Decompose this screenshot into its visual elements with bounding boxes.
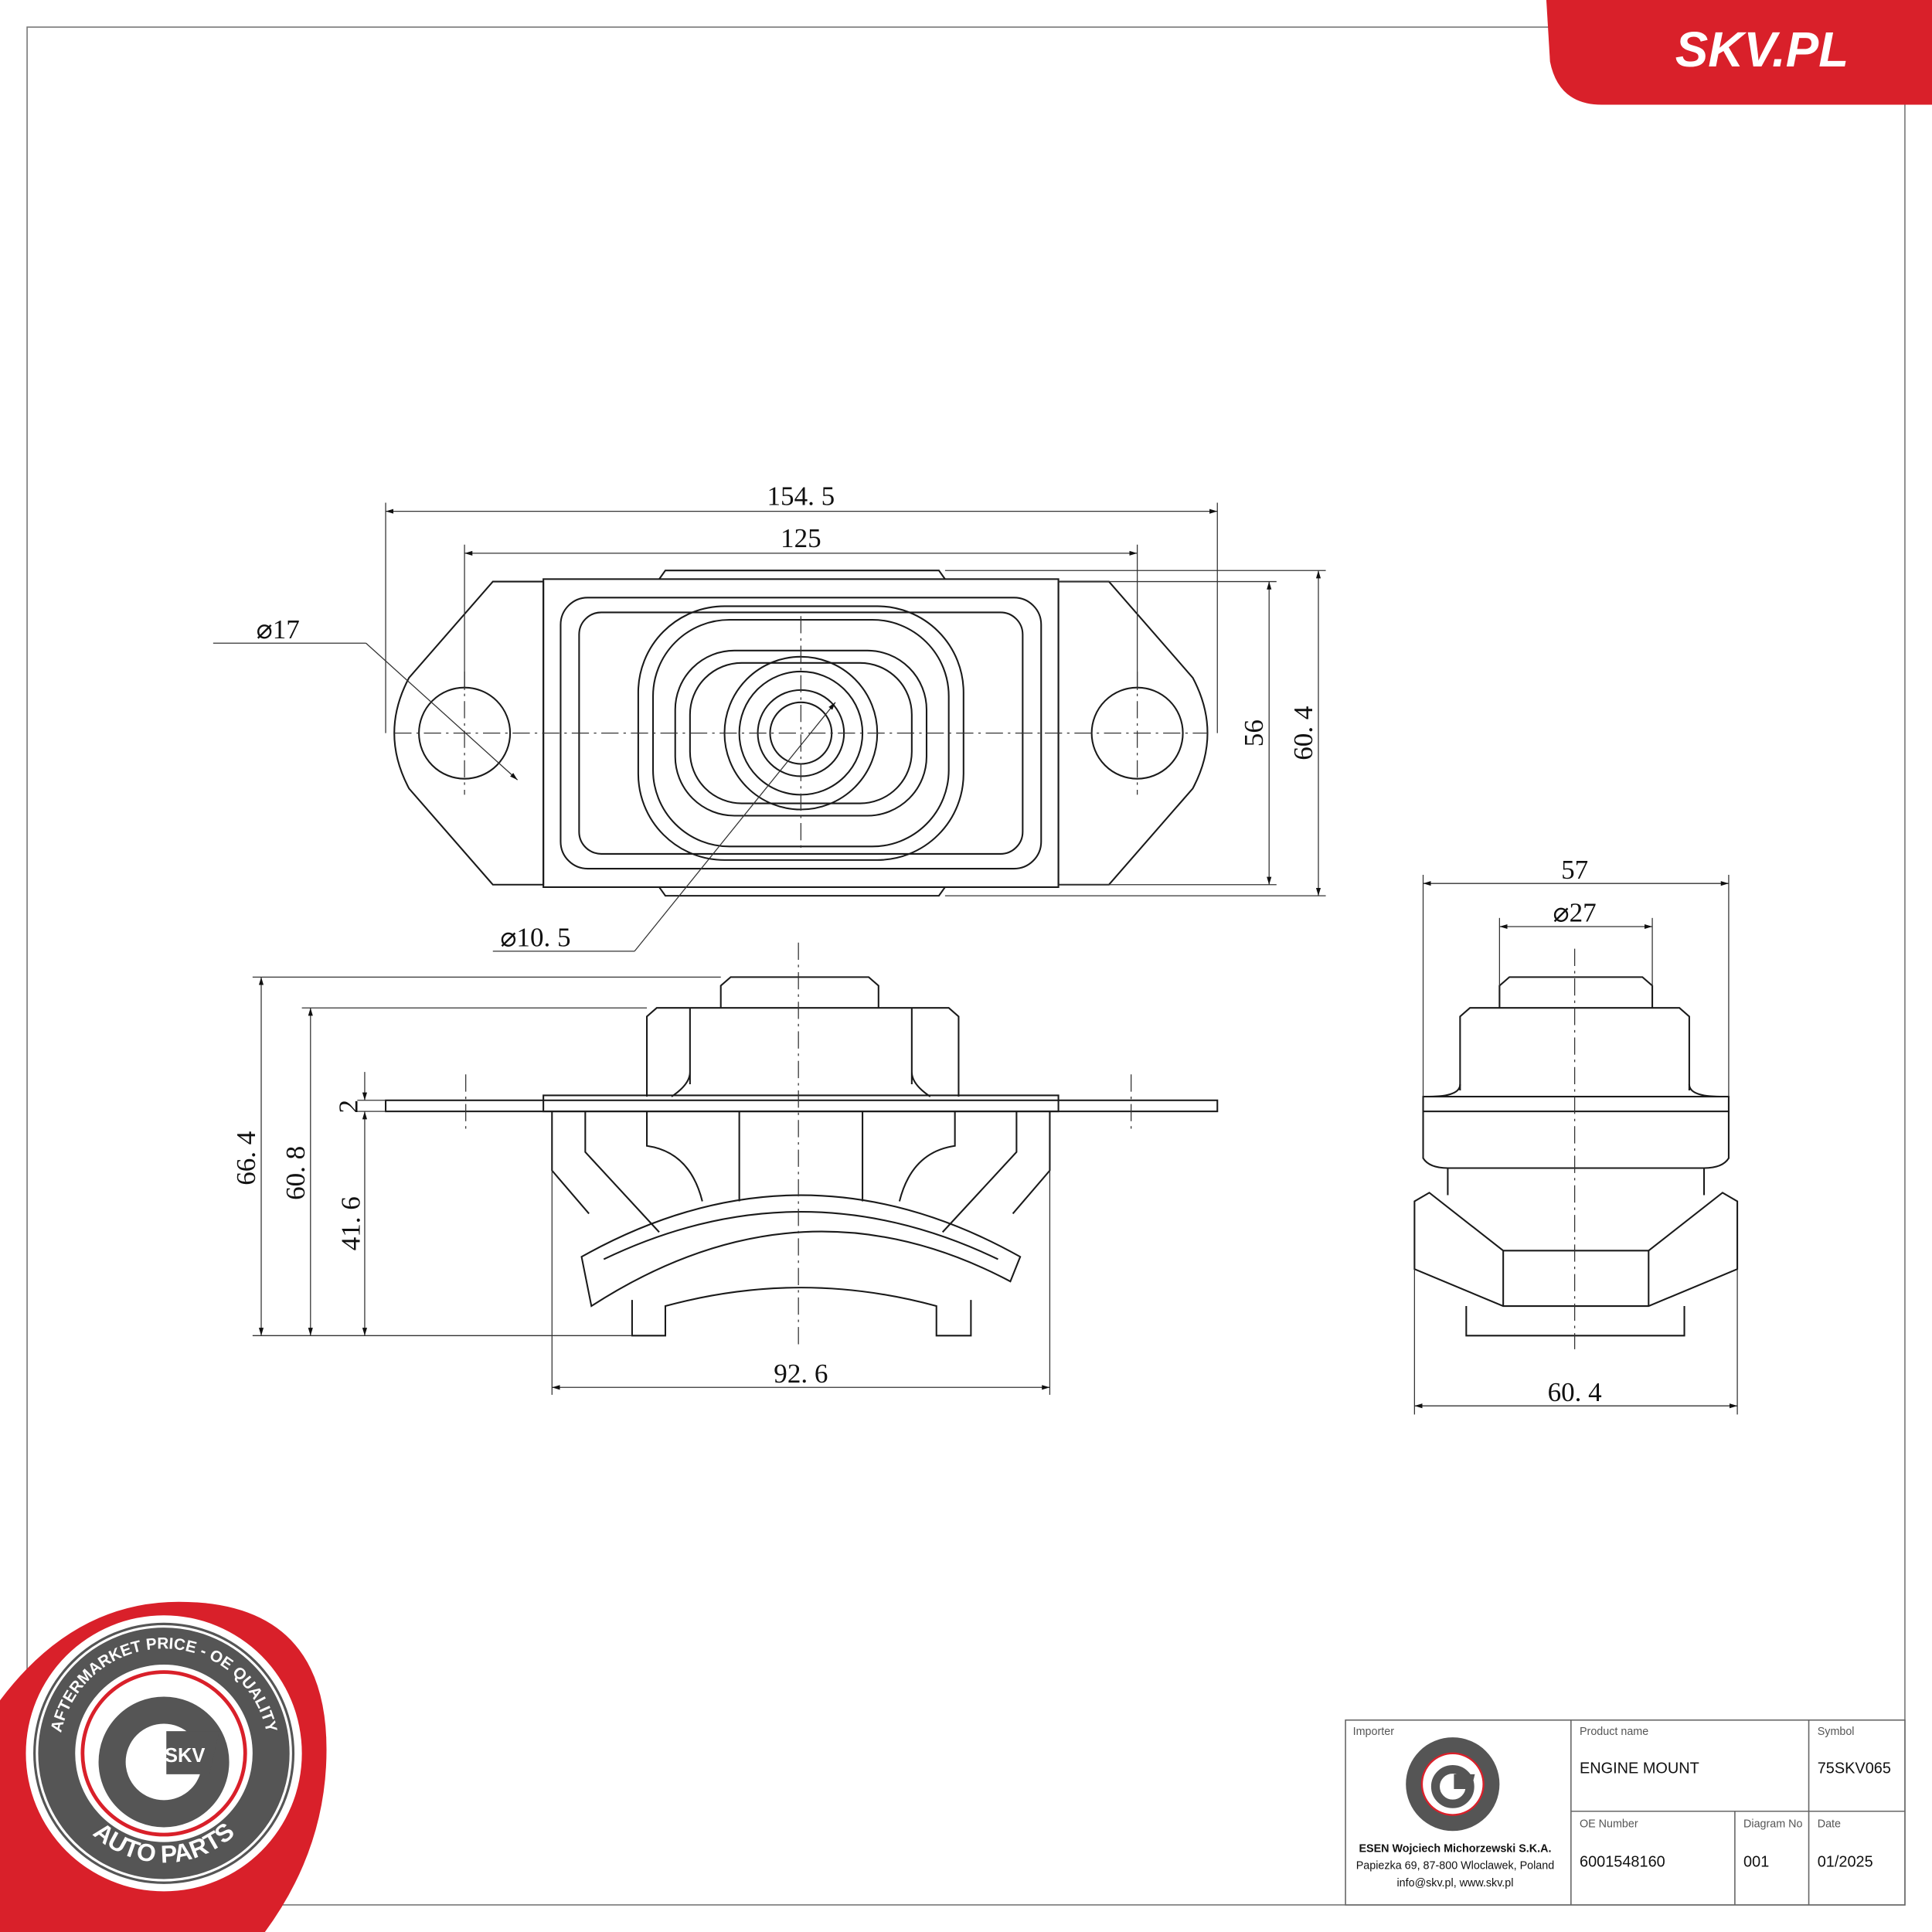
oe-number: 6001548160	[1580, 1853, 1665, 1870]
product-name: ENGINE MOUNT	[1580, 1760, 1699, 1777]
dim-width-inner: 56	[1239, 719, 1269, 747]
dim-hole-spacing: 125	[781, 523, 821, 553]
dim-plate-thickness: 2	[333, 1100, 363, 1114]
top-view: 154. 5 125 ⌀17 ⌀10. 5 56 60. 4	[213, 481, 1326, 952]
dim-overall-length: 154. 5	[767, 481, 835, 512]
importer-contact: info@skv.pl, www.skv.pl	[1396, 1877, 1513, 1889]
skv-seal-logo: SKV AFTERMARKET PRICE - OE QUALITY AUTO …	[0, 1601, 327, 1932]
date-value: 01/2025	[1818, 1853, 1873, 1870]
dim-base-width: 92. 6	[774, 1359, 828, 1389]
diagram-no: 001	[1743, 1853, 1769, 1870]
importer-address: Papiezka 69, 87-800 Wloclawek, Poland	[1356, 1860, 1554, 1872]
importer-name: ESEN Wojciech Michorzewski S.K.A.	[1359, 1842, 1551, 1855]
dim-side-base-width: 60. 4	[1548, 1377, 1602, 1407]
brand-site-text: SKV.PL	[1675, 22, 1849, 77]
symbol-value: 75SKV065	[1818, 1760, 1891, 1777]
front-view: 66. 4 60. 8 2 41. 6 92. 6	[231, 942, 1219, 1395]
dim-lower-height: 41. 6	[336, 1196, 366, 1250]
drawing-frame	[26, 26, 1906, 1906]
importer-logo	[1406, 1737, 1500, 1832]
importer-label: Importer	[1353, 1726, 1395, 1738]
oe-number-label: OE Number	[1580, 1818, 1638, 1830]
dim-total-height: 66. 4	[231, 1131, 261, 1185]
title-block: Importer ESEN Wojciech Michorzewski S.K.…	[1345, 1719, 1906, 1906]
dim-width-outer: 60. 4	[1288, 706, 1318, 760]
dim-stud-dia: ⌀27	[1553, 898, 1597, 928]
dim-center-hole-dia: ⌀10. 5	[500, 922, 570, 952]
brand-tab: SKV.PL	[1546, 0, 1932, 105]
symbol-label: Symbol	[1818, 1726, 1855, 1738]
diagram-no-label: Diagram No	[1743, 1818, 1802, 1830]
date-label: Date	[1818, 1818, 1841, 1830]
side-view: 57 ⌀27 60. 4	[1413, 855, 1739, 1415]
seal-center-text: SKV	[165, 1745, 205, 1767]
product-name-label: Product name	[1580, 1726, 1648, 1738]
dim-side-top-width: 57	[1561, 855, 1588, 885]
dim-body-height: 60. 8	[281, 1146, 311, 1200]
dim-hole-dia: ⌀17	[257, 614, 300, 645]
